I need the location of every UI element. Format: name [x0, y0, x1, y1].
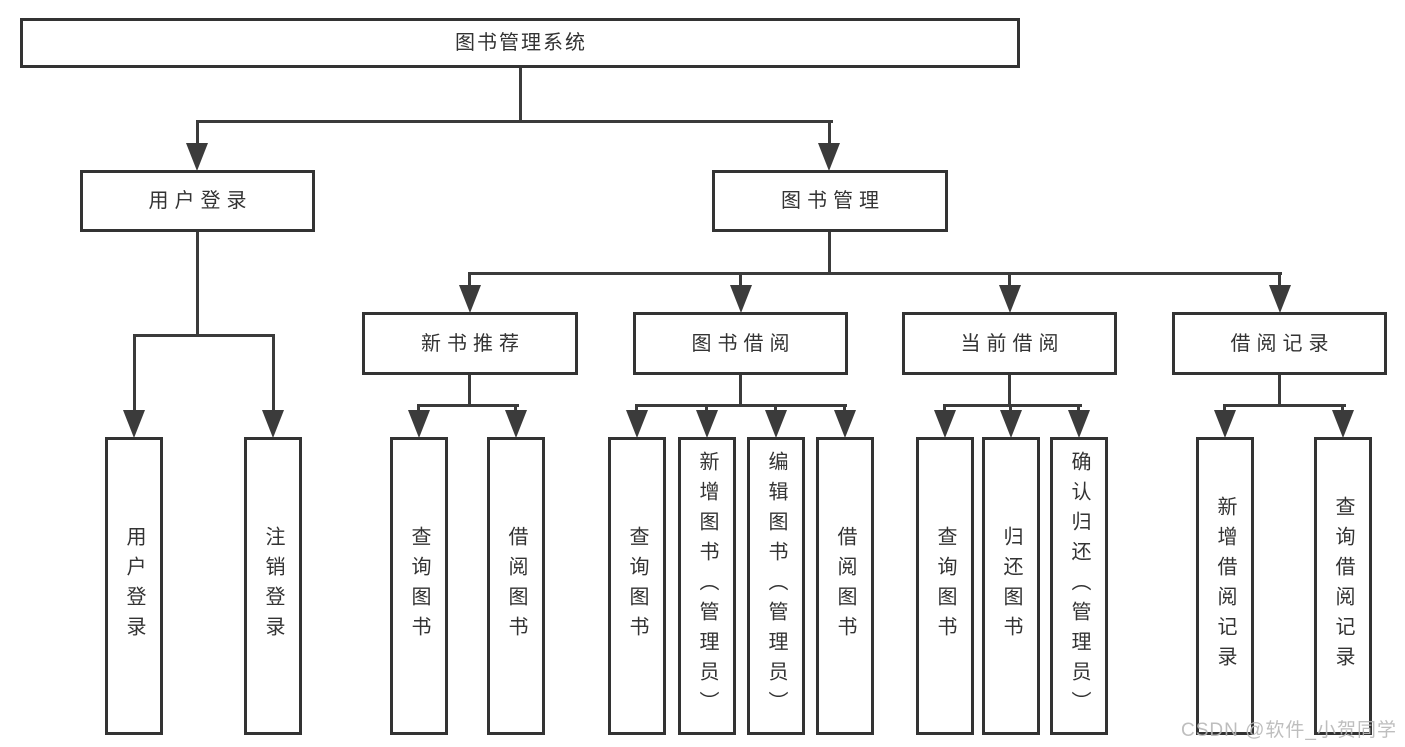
arrowhead-down — [123, 410, 145, 438]
leaf-label: 借阅图书 — [834, 526, 856, 646]
leaf-label: 查询图书 — [934, 526, 956, 646]
connector-line — [519, 68, 522, 122]
connector-line — [1008, 375, 1011, 407]
arrowhead-down — [626, 410, 648, 438]
arrowhead-down — [834, 410, 856, 438]
connector-line — [739, 375, 742, 407]
connector-line — [635, 404, 847, 407]
leaf-return-books: 归还图书 — [982, 437, 1040, 735]
node-book-borrowing: 图书借阅 — [633, 312, 848, 375]
connector-line — [1341, 404, 1344, 414]
arrowhead-down — [934, 410, 956, 438]
connector-line — [272, 334, 275, 414]
connector-line — [468, 272, 1282, 275]
node-label: 新书推荐 — [421, 332, 525, 355]
connector-line — [774, 404, 777, 414]
connector-line — [196, 120, 833, 123]
connector-line — [828, 232, 831, 274]
connector-line — [196, 120, 199, 148]
leaf-borrow-books-recommend: 借阅图书 — [487, 437, 545, 735]
leaf-label: 注销登录 — [262, 526, 284, 646]
leaf-label: 新增借阅记录 — [1214, 496, 1236, 676]
node-book-management: 图书管理 — [712, 170, 948, 232]
node-label: 图书借阅 — [691, 332, 796, 355]
connector-line — [417, 404, 420, 414]
connector-line — [943, 404, 946, 414]
leaf-add-borrow-record: 新增借阅记录 — [1196, 437, 1254, 735]
leaf-edit-books-admin: 编辑图书（管理员） — [747, 437, 805, 735]
connector-line — [843, 404, 846, 414]
leaf-label: 编辑图书（管理员） — [765, 451, 787, 721]
node-label: 图书管理系统 — [455, 32, 587, 54]
leaf-borrow-books-borrowing: 借阅图书 — [816, 437, 874, 735]
arrowhead-down — [818, 143, 840, 171]
connector-line — [514, 404, 517, 414]
arrowhead-down — [1000, 410, 1022, 438]
arrowhead-down — [1269, 285, 1291, 313]
connector-line — [468, 375, 471, 407]
connector-line — [705, 404, 708, 414]
connector-line — [133, 334, 275, 337]
leaf-label: 确认归还（管理员） — [1068, 451, 1090, 721]
connector-line — [133, 334, 136, 414]
node-label: 当前借阅 — [960, 332, 1065, 355]
leaf-label: 归还图书 — [1000, 526, 1022, 646]
connector-line — [1223, 404, 1226, 414]
arrowhead-down — [459, 285, 481, 313]
leaf-add-books-admin: 新增图书（管理员） — [678, 437, 736, 735]
leaf-query-books-recommend: 查询图书 — [390, 437, 448, 735]
arrowhead-down — [765, 410, 787, 438]
arrowhead-down — [186, 143, 208, 171]
leaf-label: 查询图书 — [626, 526, 648, 646]
arrowhead-down — [1214, 410, 1236, 438]
arrowhead-down — [1068, 410, 1090, 438]
node-new-book-recommendation: 新书推荐 — [362, 312, 578, 375]
node-user-login: 用户登录 — [80, 170, 315, 232]
arrowhead-down — [999, 285, 1021, 313]
connector-line — [1278, 272, 1281, 290]
connector-line — [943, 404, 1082, 407]
connector-line — [1077, 404, 1080, 414]
leaf-label: 查询图书 — [408, 526, 430, 646]
node-label: 图书管理 — [781, 190, 885, 212]
arrowhead-down — [730, 285, 752, 313]
leaf-label: 用户登录 — [123, 526, 145, 646]
leaf-label: 借阅图书 — [505, 526, 527, 646]
connector-line — [1008, 272, 1011, 290]
leaf-confirm-return-admin: 确认归还（管理员） — [1050, 437, 1108, 735]
connector-line — [828, 120, 831, 148]
connector-line — [635, 404, 638, 414]
leaf-query-books-borrowing: 查询图书 — [608, 437, 666, 735]
connector-line — [196, 232, 199, 336]
arrowhead-down — [505, 410, 527, 438]
node-book-management-system: 图书管理系统 — [20, 18, 1020, 68]
leaf-query-borrow-record: 查询借阅记录 — [1314, 437, 1372, 735]
arrowhead-down — [262, 410, 284, 438]
connector-line — [468, 272, 471, 290]
leaf-logout-login: 注销登录 — [244, 437, 302, 735]
connector-line — [1009, 404, 1012, 414]
leaf-query-books-current: 查询图书 — [916, 437, 974, 735]
leaf-label: 新增图书（管理员） — [696, 451, 718, 721]
node-label: 借阅记录 — [1230, 332, 1335, 355]
leaf-label: 查询借阅记录 — [1332, 496, 1354, 676]
arrowhead-down — [696, 410, 718, 438]
connector-line — [1223, 404, 1346, 407]
leaf-user-login: 用户登录 — [105, 437, 163, 735]
node-current-borrowing: 当前借阅 — [902, 312, 1117, 375]
watermark: CSDN @软件_小贺同学 — [1181, 720, 1397, 741]
connector-line — [1278, 375, 1281, 407]
connector-line — [417, 404, 519, 407]
node-label: 用户登录 — [148, 190, 253, 212]
arrowhead-down — [1332, 410, 1354, 438]
arrowhead-down — [408, 410, 430, 438]
node-borrowing-records: 借阅记录 — [1172, 312, 1387, 375]
connector-line — [739, 272, 742, 290]
